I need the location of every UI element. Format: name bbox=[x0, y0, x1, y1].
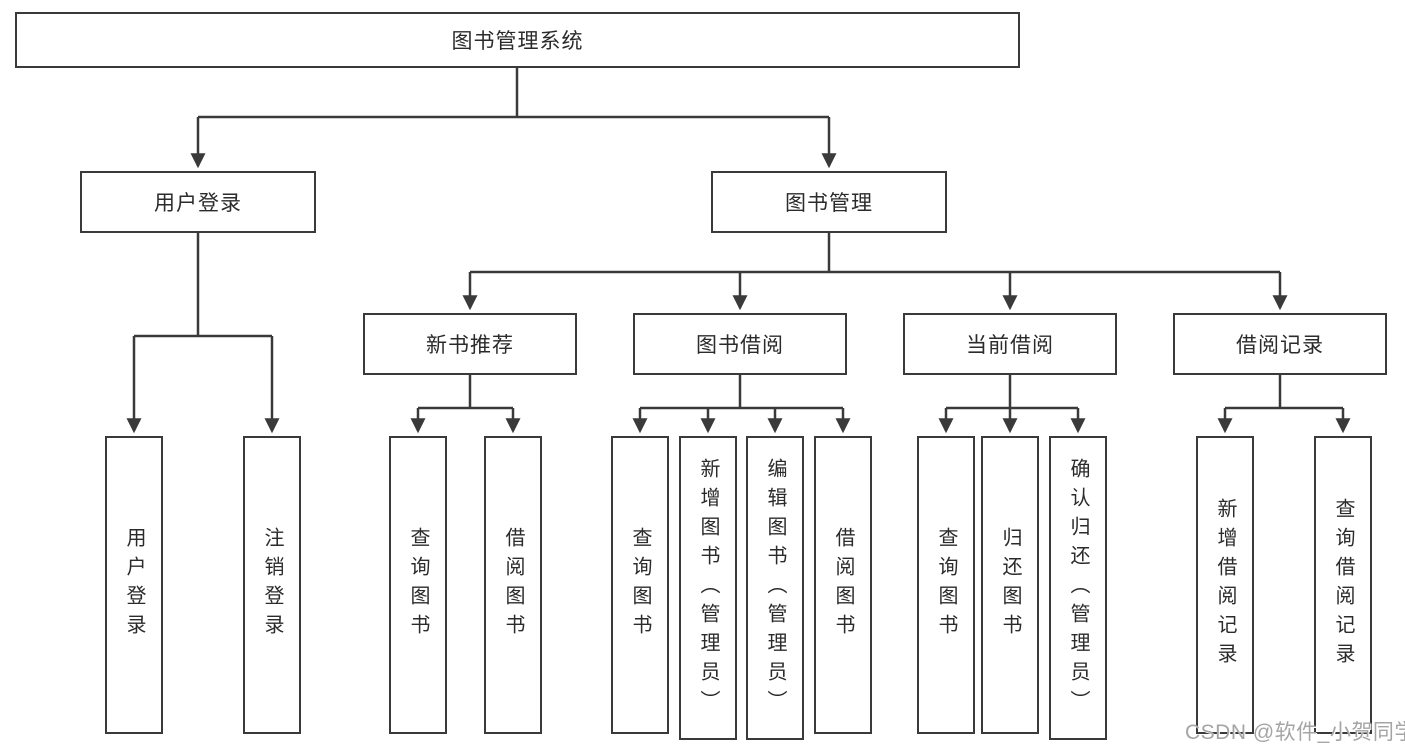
leaf-label: 新增借阅记录 bbox=[1214, 498, 1236, 672]
leaf-add-borrow-record: 新增借阅记录 bbox=[1196, 436, 1254, 734]
leaf-label: 查询图书 bbox=[629, 527, 651, 643]
node-label: 用户登录 bbox=[154, 192, 242, 215]
node-borrowing-records: 借阅记录 bbox=[1173, 313, 1387, 375]
node-new-book-recommend: 新书推荐 bbox=[363, 313, 577, 375]
leaf-label: 注销登录 bbox=[261, 527, 283, 643]
leaf-label: 归还图书 bbox=[999, 527, 1021, 643]
node-label: 当前借阅 bbox=[966, 334, 1054, 357]
node-label: 借阅记录 bbox=[1236, 334, 1324, 357]
leaf-borrow-books: 借阅图书 bbox=[814, 436, 872, 734]
node-label: 图书管理 bbox=[785, 192, 873, 215]
leaf-logout: 注销登录 bbox=[243, 436, 301, 734]
leaf-query-books-borrow: 查询图书 bbox=[611, 436, 669, 734]
leaf-label: 查询借阅记录 bbox=[1332, 498, 1354, 672]
leaf-return-books: 归还图书 bbox=[981, 436, 1039, 734]
leaf-add-books-admin: 新增图书（管理员） bbox=[679, 436, 737, 740]
leaf-user-login: 用户登录 bbox=[105, 436, 163, 734]
leaf-query-borrow-record: 查询借阅记录 bbox=[1314, 436, 1372, 734]
node-label: 图书管理系统 bbox=[451, 30, 584, 53]
leaf-edit-books-admin: 编辑图书（管理员） bbox=[746, 436, 804, 740]
node-current-borrowing: 当前借阅 bbox=[903, 313, 1117, 375]
node-label: 图书借阅 bbox=[696, 334, 784, 357]
leaf-label: 新增图书（管理员） bbox=[697, 457, 719, 719]
leaf-label: 编辑图书（管理员） bbox=[764, 457, 786, 719]
leaf-confirm-return-admin: 确认归还（管理员） bbox=[1049, 436, 1107, 740]
leaf-label: 查询图书 bbox=[935, 527, 957, 643]
leaf-label: 用户登录 bbox=[123, 527, 145, 643]
csdn-watermark: CSDN @软件_小贺同学 bbox=[1185, 721, 1405, 744]
leaf-label: 确认归还（管理员） bbox=[1067, 457, 1089, 719]
node-book-borrowing: 图书借阅 bbox=[633, 313, 847, 375]
leaf-label: 借阅图书 bbox=[502, 527, 524, 643]
leaf-query-books-current: 查询图书 bbox=[917, 436, 975, 734]
node-user-login: 用户登录 bbox=[80, 171, 316, 233]
leaf-label: 查询图书 bbox=[407, 527, 429, 643]
leaf-borrow-books-recommend: 借阅图书 bbox=[484, 436, 542, 734]
node-library-management-system: 图书管理系统 bbox=[15, 12, 1020, 68]
node-book-management: 图书管理 bbox=[711, 171, 947, 233]
leaf-query-books-recommend: 查询图书 bbox=[389, 436, 447, 734]
leaf-label: 借阅图书 bbox=[832, 527, 854, 643]
node-label: 新书推荐 bbox=[426, 334, 514, 357]
